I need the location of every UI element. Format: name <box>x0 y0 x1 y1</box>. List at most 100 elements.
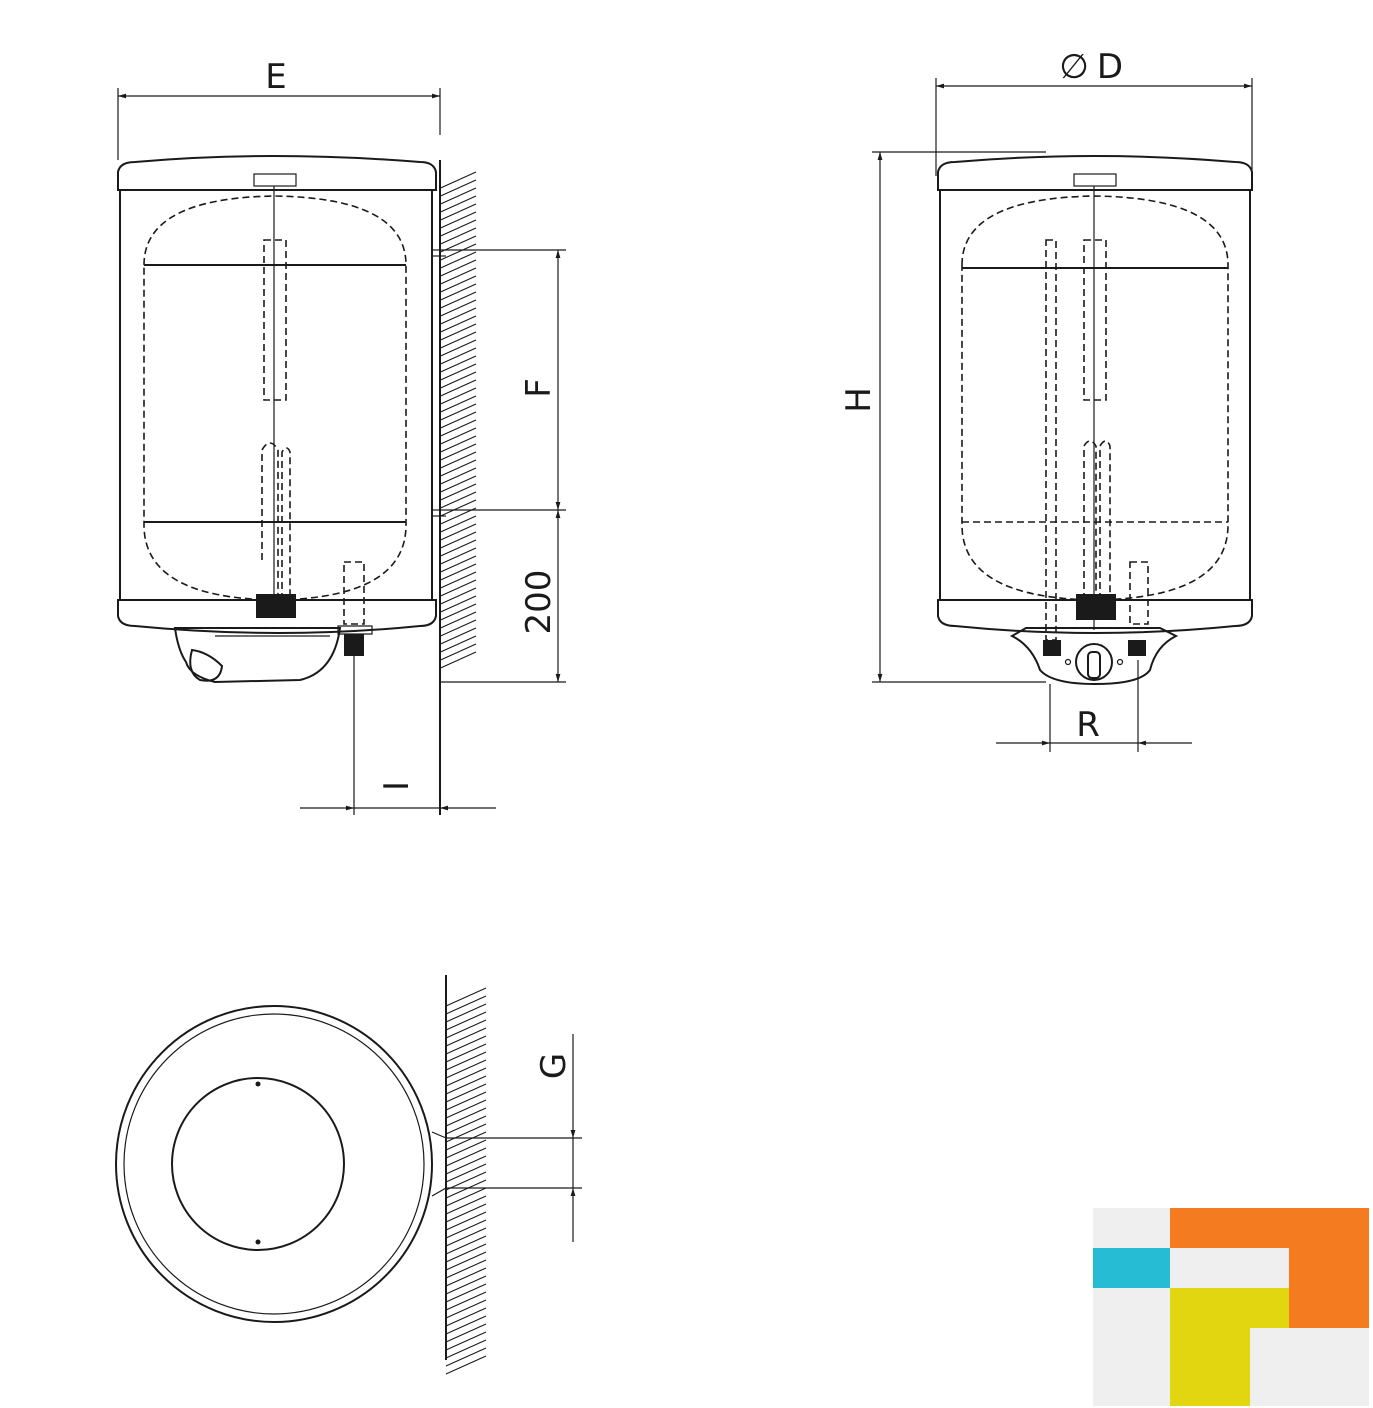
hatch-line <box>439 627 477 645</box>
hatch-line <box>439 211 477 229</box>
hatch-line <box>445 1291 487 1311</box>
hatch-line <box>445 1259 487 1279</box>
hatch-line <box>445 1179 487 1199</box>
hatch-line <box>439 491 477 509</box>
side-anode <box>263 239 287 401</box>
hatch-line <box>439 563 477 581</box>
hatch-line <box>439 315 477 333</box>
hatch-line <box>439 227 477 245</box>
hatch-line <box>445 1147 487 1167</box>
hatch-line <box>439 579 477 597</box>
hatch-line <box>445 1283 487 1303</box>
hatch-line <box>445 1235 487 1255</box>
hatch-line <box>445 1107 487 1127</box>
hatch-line <box>439 587 477 605</box>
hatch-line <box>445 1243 487 1263</box>
label-i: I <box>377 781 417 791</box>
hatch-line <box>445 1315 487 1335</box>
hatch-line <box>439 483 477 501</box>
hatch-line <box>439 179 477 197</box>
hatch-line <box>439 307 477 325</box>
hatch-line <box>445 1019 487 1039</box>
hatch-line <box>445 1275 487 1295</box>
hatch-line <box>445 1115 487 1135</box>
hatch-line <box>439 515 477 533</box>
hatch-line <box>445 995 487 1015</box>
hatch-line <box>445 1331 487 1351</box>
hatch-line <box>439 347 477 365</box>
side-body <box>119 189 433 601</box>
front-view <box>937 155 1253 686</box>
hatch-line <box>445 987 487 1007</box>
hatch-line <box>439 547 477 565</box>
hatch-line <box>439 171 477 189</box>
hatch-line <box>445 1059 487 1079</box>
hatch-line <box>439 531 477 549</box>
front-hot-pipe <box>1129 561 1149 625</box>
hatch-line <box>439 243 477 261</box>
hatch-line <box>439 323 477 341</box>
dimension-d: ∅ D <box>935 47 1253 176</box>
hatch-line <box>439 283 477 301</box>
hatch-line <box>439 619 477 637</box>
hatch-line <box>445 1227 487 1247</box>
hatch-line <box>445 1211 487 1231</box>
hatch-line <box>445 1099 487 1119</box>
side-knob <box>189 648 224 682</box>
hatch-line <box>445 1195 487 1215</box>
hatch-line <box>439 195 477 213</box>
hatch-line <box>445 1203 487 1223</box>
top-view <box>115 975 487 1375</box>
hatch-line <box>445 1347 487 1367</box>
side-wall-hatch <box>439 171 477 669</box>
hatch-line <box>445 1131 487 1151</box>
label-h: H <box>839 387 879 413</box>
front-body <box>939 189 1251 601</box>
hatch-line <box>445 1299 487 1319</box>
hatch-line <box>439 427 477 445</box>
hatch-line <box>439 443 477 461</box>
hatch-line <box>445 1307 487 1327</box>
hatch-line <box>445 1027 487 1047</box>
label-r: R <box>1076 705 1100 745</box>
front-control-box <box>1009 627 1179 686</box>
hatch-line <box>445 1123 487 1143</box>
front-cold-pipe <box>1045 239 1057 641</box>
label-200: 200 <box>519 570 559 635</box>
top-outer-rim <box>123 1013 425 1315</box>
dimension-h: H <box>839 151 1046 683</box>
hatch-line <box>439 611 477 629</box>
label-f: F <box>519 378 559 398</box>
side-flange <box>256 594 296 618</box>
hatch-line <box>439 643 477 661</box>
hatch-line <box>439 355 477 373</box>
hatch-line <box>439 331 477 349</box>
hatch-line <box>439 571 477 589</box>
hatch-line <box>445 1219 487 1239</box>
label-e: E <box>265 57 286 97</box>
hatch-line <box>439 651 477 669</box>
hatch-line <box>445 1011 487 1031</box>
hatch-line <box>439 403 477 421</box>
side-top-fitting <box>253 173 297 187</box>
hatch-line <box>445 1155 487 1175</box>
hatch-line <box>439 267 477 285</box>
front-top-cap <box>937 155 1253 191</box>
hatch-line <box>439 595 477 613</box>
front-bottom-cap <box>937 599 1253 634</box>
front-heating-element <box>1083 440 1111 600</box>
hatch-line <box>439 203 477 221</box>
hatch-line <box>439 299 477 317</box>
side-control-box <box>173 627 342 684</box>
hatch-line <box>439 467 477 485</box>
dimension-r: R <box>996 660 1192 752</box>
dimension-f-200: F 200 <box>440 249 566 683</box>
dimension-g: G <box>446 1034 582 1242</box>
side-outlet-thread <box>344 634 364 656</box>
label-diameter-symbol: ∅ <box>1059 47 1089 87</box>
hatch-line <box>439 499 477 517</box>
hatch-line <box>445 1323 487 1343</box>
hatch-line <box>439 387 477 405</box>
side-top-cap <box>117 155 437 191</box>
